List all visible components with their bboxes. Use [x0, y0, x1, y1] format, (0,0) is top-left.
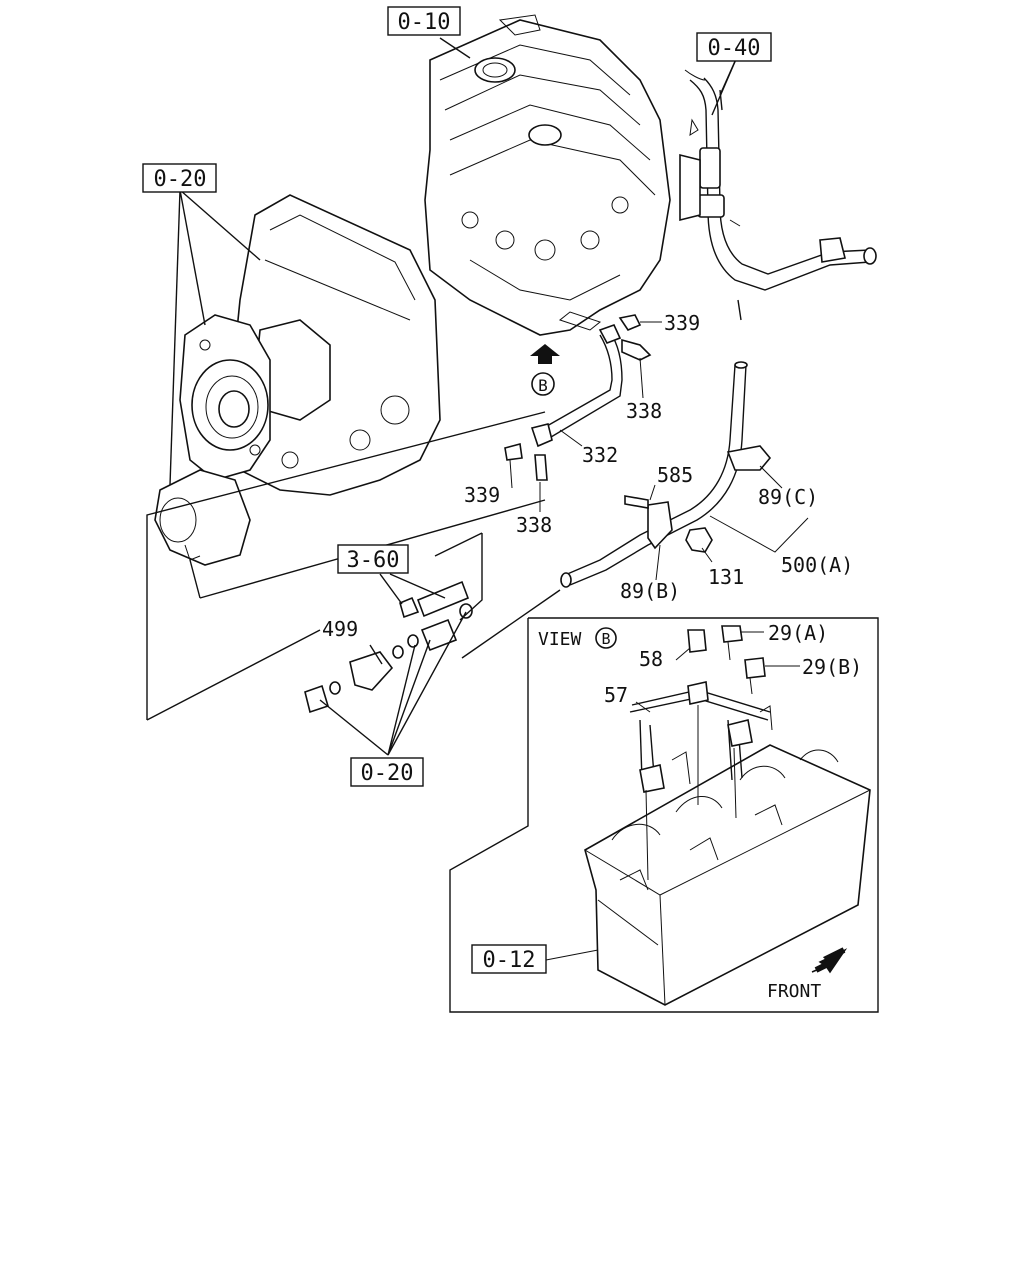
oil-pipe-332 — [530, 324, 623, 448]
callout-339-top: 339 — [664, 311, 700, 335]
washer-339-top — [618, 314, 642, 331]
view-marker-circle — [531, 372, 555, 396]
oil-jets — [629, 625, 773, 793]
callout-29b: 29(B) — [802, 655, 862, 679]
callout-585: 585 — [657, 463, 693, 487]
view-label-circle — [595, 627, 617, 649]
ref-label-0-40: 0-40 — [708, 36, 761, 61]
ref-label-0-10: 0-10 — [398, 10, 451, 35]
ref-box-0-20-top[interactable] — [142, 163, 217, 193]
callout-332: 332 — [582, 443, 618, 467]
ref-label-0-20-bottom: 0-20 — [361, 761, 414, 786]
bolt-338-top — [621, 338, 652, 361]
ref-box-3-60[interactable] — [337, 544, 409, 574]
callout-58: 58 — [639, 647, 663, 671]
cylinder-block-lower — [584, 744, 871, 1006]
ref-box-0-20-bottom[interactable] — [350, 757, 424, 787]
front-label: FRONT — [767, 981, 821, 1002]
ref-label-0-20-top: 0-20 — [154, 167, 207, 192]
callout-131: 131 — [708, 565, 744, 589]
callout-499: 499 — [322, 617, 358, 641]
bolt-338-left — [534, 454, 548, 481]
callout-89c: 89(C) — [758, 485, 818, 509]
view-label-letter: B — [601, 630, 610, 648]
ref-label-3-60: 3-60 — [347, 548, 400, 573]
callout-338-top: 338 — [626, 399, 662, 423]
callout-338-left: 338 — [516, 513, 552, 537]
view-marker-arrow-icon — [530, 344, 560, 364]
engine-block — [424, 14, 671, 336]
oil-line-fittings — [304, 580, 473, 714]
ref-box-0-10[interactable] — [387, 6, 461, 36]
callout-339-left: 339 — [464, 483, 500, 507]
callout-57: 57 — [604, 683, 628, 707]
washer-339-left — [504, 442, 523, 461]
view-label: VIEW — [538, 629, 582, 650]
ref-label-0-12: 0-12 — [483, 948, 536, 973]
callout-89b: 89(B) — [620, 579, 680, 603]
front-cover-assembly — [154, 194, 441, 566]
ref-box-0-40[interactable] — [696, 32, 772, 62]
view-inset-frame — [449, 617, 879, 1013]
dipstick-assembly — [560, 69, 877, 588]
callout-500a: 500(A) — [781, 553, 853, 577]
callout-29a: 29(A) — [768, 621, 828, 645]
view-marker-letter: B — [538, 376, 548, 395]
ref-box-0-12[interactable] — [471, 944, 547, 974]
